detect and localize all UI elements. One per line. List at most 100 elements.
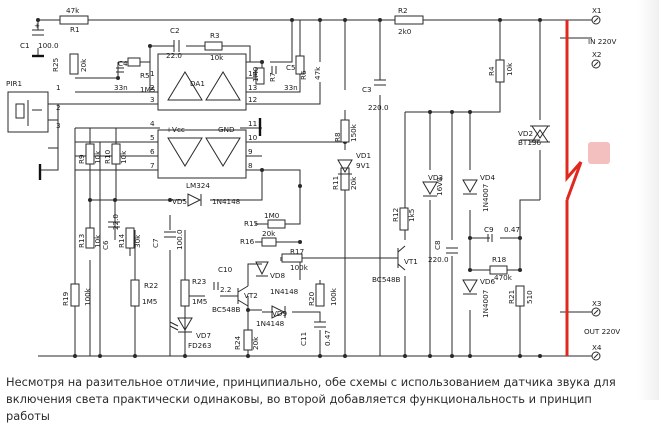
label-vd3: VD3	[428, 173, 443, 182]
label-r21-value: 510	[525, 290, 534, 304]
page-edge-shadow	[637, 0, 659, 400]
connectors	[591, 15, 601, 361]
label-pir-pin1: 1	[56, 83, 61, 92]
ground-markers	[32, 54, 262, 180]
label-r16-value: 20k	[262, 229, 276, 238]
label-vd6-value: 1N4007	[481, 290, 490, 318]
label-c9: C9	[484, 225, 494, 234]
label-c3-value: 220.0	[368, 103, 389, 112]
label-r8-value: 150k	[349, 123, 358, 142]
label-pin12: 12	[248, 95, 257, 104]
label-r5-value: 1M5	[140, 85, 155, 94]
label-r17: R17	[290, 247, 304, 256]
label-pin10: 10	[248, 133, 258, 142]
label-x3: X3	[592, 299, 602, 308]
label-x1: X1	[592, 6, 602, 15]
label-r12-value: 1k5	[407, 209, 416, 222]
label-c4-value: 33n	[114, 83, 128, 92]
label-c6-value: 22.0	[111, 214, 120, 230]
label-vd5-value: 1N4148	[212, 197, 241, 206]
label-r3: R3	[210, 31, 220, 40]
label-pin14: 14	[248, 69, 258, 78]
label-r23: R23	[192, 277, 206, 286]
label-r9: R9	[77, 154, 86, 164]
label-pin5: 5	[150, 133, 155, 142]
label-r3-value: 10k	[210, 53, 224, 62]
op-amp-da1	[157, 53, 247, 179]
label-r11: R11	[331, 176, 340, 190]
label-r19: R19	[61, 291, 70, 306]
schematic-diagram: 47k R1 C1 100.0 R2 2k0 C2 22.0 R3 10k R2…	[6, 6, 620, 361]
diodes	[169, 159, 478, 333]
label-c1: C1	[20, 41, 30, 50]
label-r22-value: 1M5	[142, 297, 157, 306]
label-c2: C2	[170, 26, 180, 35]
label-c3: C3	[362, 85, 372, 94]
label-r6: R6	[299, 70, 308, 80]
label-r8: R8	[333, 132, 342, 142]
label-pin8: 8	[248, 161, 253, 170]
label-r21: R21	[507, 290, 516, 304]
label-r23-value: 1M5	[192, 297, 207, 306]
label-c1-value: 100.0	[38, 41, 59, 50]
label-pir1: PIR1	[6, 79, 22, 88]
label-r19-value: 100k	[83, 287, 92, 306]
label-c10-value: 2.2	[220, 285, 231, 294]
label-lm324: LM324	[186, 181, 210, 190]
label-r20-value: 100k	[329, 287, 338, 306]
label-vd2-value: BT136	[518, 138, 541, 147]
label-vd5: VD5	[172, 197, 187, 206]
label-vd2: VD2	[518, 129, 533, 138]
label-r15: R15	[244, 219, 258, 228]
label-pir-pin3: 3	[56, 121, 61, 130]
label-vt1-value: BC548B	[372, 275, 401, 284]
label-c7-value: 100.0	[175, 229, 184, 250]
label-vd9: VD9	[272, 309, 287, 318]
resistors	[59, 15, 525, 351]
label-r24-value: 20k	[251, 336, 260, 350]
label-da1: DA1	[190, 79, 205, 88]
label-pir-pin2: 2	[56, 103, 61, 112]
label-pin7: 7	[150, 161, 155, 170]
junctions	[36, 18, 542, 358]
label-vd7-value: FD263	[188, 341, 211, 350]
label-r14-value: 30k	[133, 234, 142, 248]
label-c4: C4	[118, 59, 128, 68]
label-pin11: 11	[248, 119, 257, 128]
label-c2-value: 22.0	[166, 51, 182, 60]
label-c8-value: 220.0	[428, 255, 449, 264]
label-c9-value: 0.47	[504, 225, 520, 234]
label-pin2: 2	[150, 83, 155, 92]
label-r1: R1	[70, 25, 80, 34]
label-r10: R10	[103, 149, 112, 164]
label-r4-value: 10k	[505, 62, 514, 76]
label-vd3-value: 16V0	[435, 177, 444, 196]
label-in: IN 220V	[588, 37, 616, 46]
label-vd8: VD8	[270, 271, 285, 280]
label-vt2-value: BC548B	[212, 305, 241, 314]
label-r10-value: 10k	[119, 150, 128, 164]
label-vd9-value: 1N4148	[256, 319, 285, 328]
label-c6: C6	[101, 240, 110, 250]
label-vd7: VD7	[196, 331, 211, 340]
label-r11-value: 20k	[349, 176, 358, 190]
label-pin6: 6	[150, 147, 155, 156]
label-vd4-value: 1N4007	[481, 184, 490, 212]
blurred-watermark	[588, 142, 610, 164]
label-r22: R22	[144, 281, 158, 290]
transistors	[237, 245, 406, 307]
label-r15-value: 1M0	[264, 211, 280, 220]
label-r17-value: 100k	[290, 263, 309, 272]
label-r1-value: 47k	[66, 6, 80, 15]
label-c11: C11	[299, 332, 308, 346]
label-vd6: VD6	[480, 277, 495, 286]
label-vd1-value: 9V1	[356, 161, 370, 170]
label-pin13: 13	[248, 83, 257, 92]
label-c8: C8	[433, 240, 442, 250]
label-vt1: VT1	[404, 257, 418, 266]
highlight-line	[565, 20, 583, 356]
label-r7: R7	[268, 72, 277, 82]
label-c11-value: 0.47	[323, 330, 332, 346]
label-r12: R12	[391, 208, 400, 222]
label-vt2: VT2	[244, 291, 258, 300]
